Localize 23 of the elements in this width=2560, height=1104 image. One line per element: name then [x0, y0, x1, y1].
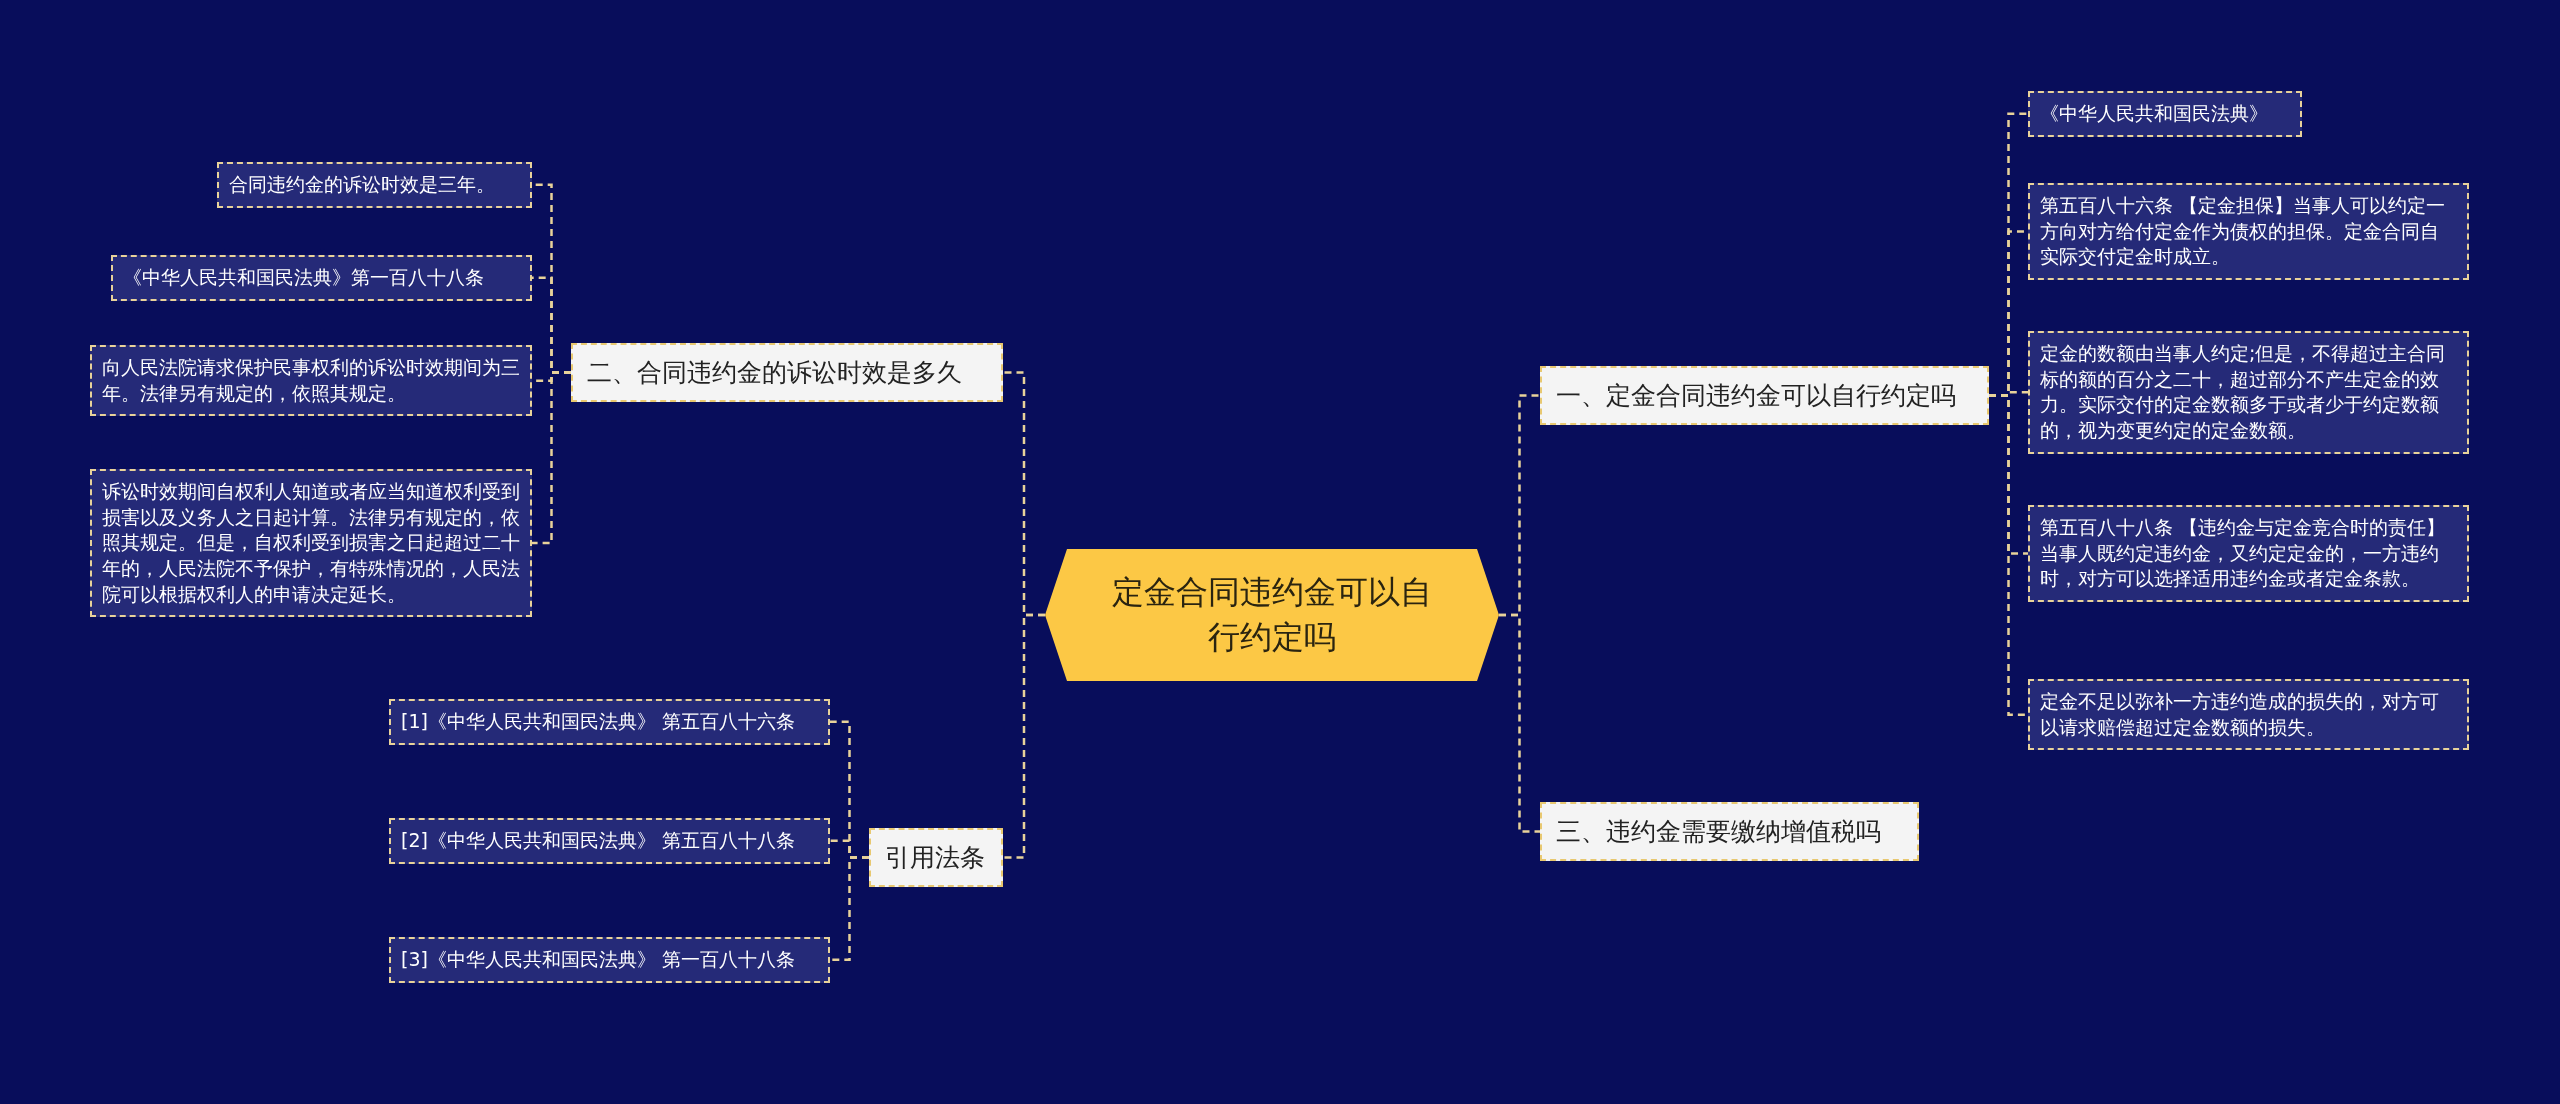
note-box: 向人民法院请求保护民事权利的诉讼时效期间为三年。法律另有规定的，依照其规定。: [90, 345, 532, 417]
note-box: 定金的数额由当事人约定;但是，不得超过主合同标的额的百分之二十，超过部分不产生定金的效力。实际交付的定金数额多于或者少于约定数额的，视为变更约定的定金数额。: [2028, 331, 2469, 454]
note-box: [3]《中华人民共和国民法典》 第一百八十八条: [389, 937, 830, 983]
note-box: 诉讼时效期间自权利人知道或者应当知道权利受到损害以及义务人之日起计算。法律另有规定的，依照其规定。但是，自权利受到损害之日起超过二十年的，人民法院不予保护，有特殊情况的，人民法院可以根据权利人的申请决定延长。: [90, 469, 532, 618]
note-box: 《中华人民共和国民法典》: [2028, 91, 2302, 137]
topic-box: 一、定金合同违约金可以自行约定吗: [1540, 366, 1989, 425]
topic-box: 二、合同违约金的诉讼时效是多久: [571, 343, 1003, 402]
connector-line: [532, 371, 571, 545]
note-box: 定金不足以弥补一方违约造成的损失的，对方可以请求赔偿超过定金数额的损失。: [2028, 679, 2469, 751]
connector-line: [1989, 394, 2028, 716]
connector-line: [830, 856, 869, 962]
note-box: [2]《中华人民共和国民法典》 第五百八十八条: [389, 818, 830, 864]
note-box: [1]《中华人民共和国民法典》 第五百八十六条: [389, 699, 830, 745]
note-box: 合同违约金的诉讼时效是三年。: [217, 162, 532, 208]
note-box: 第五百八十六条 【定金担保】当事人可以约定一方向对方给付定金作为债权的担保。定金合同自实际交付定金时成立。: [2028, 183, 2469, 280]
connector-line: [1003, 613, 1045, 859]
topic-box: 引用法条: [869, 828, 1003, 887]
central-topic-hexagon: [1045, 549, 1499, 681]
connector-line: [1499, 613, 1540, 833]
topic-box: 三、违约金需要缴纳增值税吗: [1540, 802, 1919, 861]
note-box: 第五百八十八条 【违约金与定金竞合时的责任】当事人既约定违约金，又约定定金的，一方违约时，对方可以选择适用违约金或者定金条款。: [2028, 505, 2469, 602]
central-topic-text: 定金合同违约金可以自行约定吗: [1111, 572, 1433, 658]
note-box: 《中华人民共和国民法典》第一百八十八条: [111, 255, 532, 301]
